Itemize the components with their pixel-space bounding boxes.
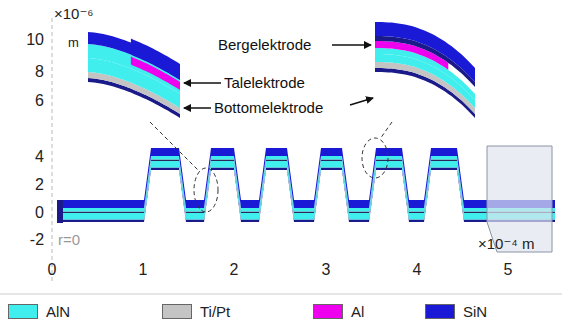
sin-layer (88, 32, 180, 80)
sin-layer (375, 22, 475, 82)
callout-label: Talelektrode (224, 75, 305, 90)
legend-entry: Al (313, 303, 364, 319)
legend-text: SiN (463, 303, 487, 320)
zoom-ellipse (362, 138, 388, 178)
axis-note: r=0 (58, 232, 80, 247)
end-cap (57, 200, 63, 223)
symmetry-axis (52, 18, 53, 282)
sin-layer (131, 39, 180, 80)
legend-text: Ti/Pt (200, 303, 230, 320)
legend-swatch (425, 304, 455, 319)
legend-text: AlN (46, 303, 70, 320)
legend-entry: SiN (425, 303, 487, 319)
legend-text: Al (351, 303, 364, 320)
axis-label: 6 (35, 93, 44, 109)
zoom-insets (88, 22, 475, 118)
leader-arrow (184, 82, 221, 84)
leader-arrow (332, 44, 371, 46)
layer-stack (57, 148, 555, 223)
zoom-leader (380, 122, 392, 139)
legend-swatch (313, 304, 343, 319)
axis-label: 8 (35, 64, 44, 80)
callout-label: Bottomelektrode (214, 100, 323, 115)
leader-arrow (184, 107, 211, 109)
callout-label: Bergelektrode (218, 37, 311, 52)
zoom-ellipse (194, 168, 218, 212)
axis-label: 2 (230, 262, 239, 278)
legend-entry: AlN (8, 303, 70, 319)
axis-label: 5 (504, 262, 513, 278)
axis-label: 3 (322, 262, 331, 278)
sin-layer (57, 148, 555, 208)
zoom-leader (150, 122, 198, 170)
axis-label: 0 (35, 205, 44, 221)
axis-label: 0 (48, 262, 57, 278)
legend-divider (0, 294, 562, 295)
axis-label: 2 (35, 177, 44, 193)
leader-arrow (350, 98, 373, 105)
legend-entry: Ti/Pt (162, 303, 230, 319)
axis-label: ×10⁻⁴ m (478, 236, 534, 251)
axis-label: -2 (30, 232, 44, 248)
axis-label: 1 (139, 262, 148, 278)
axis-label: 10 (26, 32, 44, 48)
axis-label: ×10⁻⁶ (54, 6, 94, 21)
legend-swatch (8, 304, 38, 319)
axis-label: 4 (413, 262, 422, 278)
axis-label: m (68, 36, 79, 49)
axis-label: 4 (35, 149, 44, 165)
legend-swatch (162, 304, 192, 319)
